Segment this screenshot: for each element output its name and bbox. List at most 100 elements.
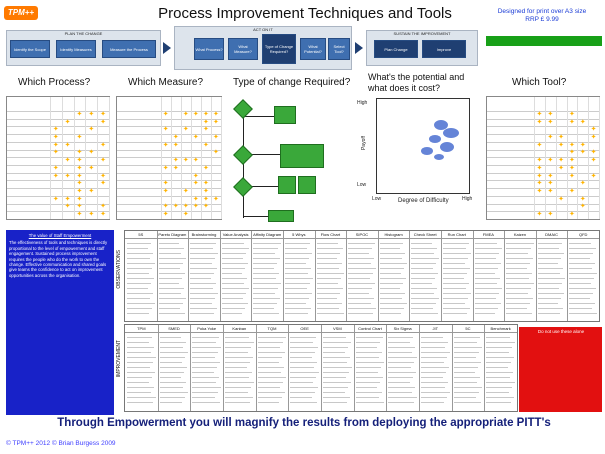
table-text-line	[158, 308, 181, 309]
table-text-line	[421, 352, 450, 353]
matrix-col	[221, 97, 222, 219]
table-text-line	[190, 268, 217, 269]
matrix-marker: ✦	[568, 110, 575, 118]
flow-step-10[interactable]: Improve	[422, 40, 466, 58]
table-text-line	[285, 243, 310, 244]
table-text-line	[388, 397, 417, 398]
table-text-line	[379, 293, 406, 294]
table-text-line	[290, 342, 313, 343]
table-text-line	[290, 357, 312, 358]
table-text-line	[225, 367, 247, 368]
table-header-cell: Brainstorming	[191, 232, 217, 237]
table-text-line	[158, 243, 180, 244]
table-header-cell: DMAIC	[545, 232, 559, 237]
matrix-col	[544, 97, 546, 219]
matrix-marker: ✦	[182, 126, 189, 134]
matrix-col	[160, 97, 162, 219]
table-text-line	[221, 258, 244, 259]
table-header-cell: Six Sigma	[393, 326, 412, 331]
matrix-marker: ✦	[579, 141, 586, 149]
table-text-line	[453, 382, 478, 383]
table-header-cell: 5 Whys	[292, 232, 306, 237]
matrix-marker: ✦	[172, 134, 179, 141]
flow-step-4[interactable]: What Process?	[194, 38, 224, 60]
matrix-row	[487, 203, 599, 205]
table-text-line	[221, 313, 243, 314]
table-text-line	[127, 392, 151, 393]
table-text-line	[127, 278, 154, 279]
table-text-line	[453, 392, 480, 393]
matrix-marker: ✦	[64, 118, 71, 126]
matrix-row	[117, 165, 221, 166]
table-text-line	[474, 303, 502, 304]
table-text-line	[221, 288, 250, 289]
table-header-cell: Poka Yoke	[197, 326, 217, 331]
table-text-line	[506, 313, 532, 314]
flow-arrow-1	[163, 42, 171, 54]
table-text-line	[506, 293, 528, 294]
table-text-line	[221, 298, 244, 299]
matrix-marker: ✦	[536, 110, 543, 118]
table-text-line	[537, 278, 566, 279]
table-text-line	[257, 397, 283, 398]
table-text-line	[411, 263, 436, 264]
table-text-line	[453, 397, 477, 398]
table-text-line	[388, 352, 412, 353]
table-text-line	[221, 268, 246, 269]
matrix-marker: ✦	[64, 157, 71, 165]
matrix-marker: ✦	[162, 126, 169, 134]
flow-step-2[interactable]: Identify Measures	[56, 40, 96, 58]
table-col	[386, 325, 388, 411]
table-text-line	[158, 298, 187, 299]
table-text-line	[348, 248, 372, 249]
flow-step-9[interactable]: Plan Change	[374, 40, 418, 58]
table-text-line	[253, 283, 281, 284]
matrix-col	[180, 97, 182, 219]
table-text-line	[290, 387, 318, 388]
matrix-marker: ✦	[100, 141, 107, 149]
table-text-line	[388, 387, 415, 388]
matrix-marker: ✦	[213, 118, 219, 126]
table-text-line	[453, 337, 481, 338]
flow-line-h1	[243, 116, 275, 117]
matrix-marker: ✦	[52, 195, 59, 203]
table-text-line	[316, 293, 341, 294]
matrix-col	[534, 97, 536, 219]
table-text-line	[474, 273, 496, 274]
table-text-line	[355, 402, 385, 403]
table-text-line	[323, 342, 351, 343]
flow-step-7[interactable]: What Potential?	[300, 38, 326, 60]
table-header-cell: VSM	[332, 326, 342, 331]
table-header-cell: Run Chart	[447, 232, 466, 237]
flow-step-5[interactable]: What Measure?	[228, 38, 258, 60]
matrix-marker: ✦	[162, 180, 169, 188]
table-text-line	[411, 283, 432, 284]
table-text-line	[486, 377, 510, 378]
table-text-line	[388, 337, 413, 338]
table-text-line	[190, 308, 217, 309]
table-header-cell: QFD	[578, 232, 588, 237]
table-col	[156, 231, 158, 321]
matrix-marker: ✦	[536, 118, 543, 126]
matrix-marker: ✦	[590, 172, 597, 180]
flow-step-8[interactable]: Select Tool?	[328, 38, 350, 60]
matrix-marker: ✦	[536, 172, 543, 180]
matrix-marker: ✦	[162, 110, 169, 118]
flow-step-3[interactable]: Measure the Process	[102, 40, 156, 58]
table-text-line	[316, 273, 345, 274]
matrix-marker: ✦	[76, 203, 83, 211]
table-text-line	[253, 258, 280, 259]
table-text-line	[257, 352, 286, 353]
table-text-line	[348, 293, 369, 294]
table-text-line	[127, 308, 152, 309]
matrix-row	[487, 180, 599, 182]
table-col	[484, 325, 486, 411]
empowerment-panel: The value of Staff Empowerment The effec…	[6, 230, 114, 415]
table-text-line	[411, 313, 438, 314]
flow-step-1[interactable]: Identify the Scope	[10, 40, 50, 58]
table-text-line	[379, 258, 403, 259]
empowerment-body: The effectiveness of tools and technique…	[9, 240, 108, 278]
table-text-line	[257, 402, 280, 403]
flow-step-6[interactable]: Type of Change Required?	[262, 34, 296, 64]
table-text-line	[537, 258, 562, 259]
